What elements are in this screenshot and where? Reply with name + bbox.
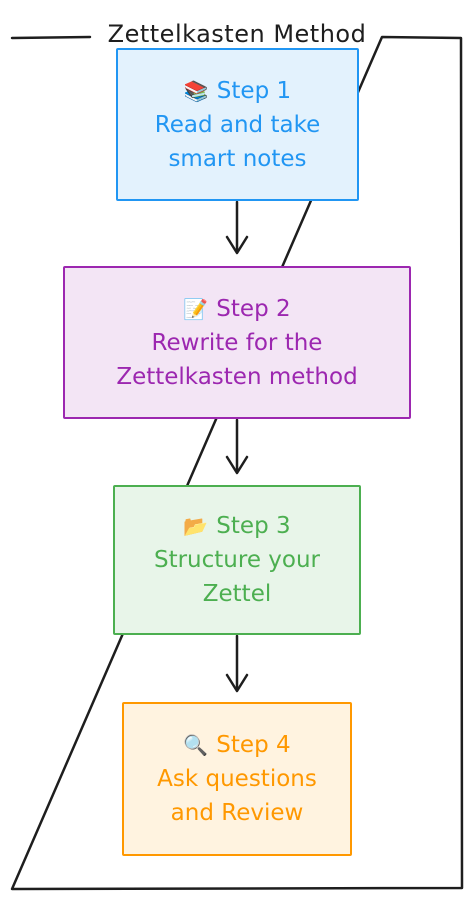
magnifier-icon: 🔍	[183, 733, 209, 757]
step-1-line-1: Read and take	[154, 111, 321, 138]
step-3-line-2: Zettel	[202, 581, 272, 607]
step-2-heading: Step 2	[216, 295, 291, 322]
arrow-2-to-3	[225, 418, 249, 475]
step-4-line-2: and Review	[170, 800, 304, 826]
step-4-heading: Step 4	[216, 732, 291, 758]
step-2-heading-row: 📝 Step 2	[183, 292, 290, 326]
books-icon: 📚	[183, 78, 209, 103]
step-4-heading-row: 🔍 Step 4	[183, 728, 290, 762]
step-2-line-2: Zettelkasten method	[116, 363, 358, 390]
folder-icon: 📂	[183, 514, 209, 538]
step-1-heading: Step 1	[216, 77, 292, 104]
arrow-3-to-4	[225, 634, 249, 693]
step-3-heading: Step 3	[216, 513, 291, 539]
step-3-box: 📂 Step 3 Structure your Zettel	[113, 485, 361, 635]
step-4-box: 🔍 Step 4 Ask questions and Review	[122, 702, 352, 856]
step-4-line-1: Ask questions	[157, 766, 317, 792]
arrow-1-to-2	[225, 200, 249, 255]
step-3-line-1: Structure your	[153, 547, 321, 573]
step-3-heading-row: 📂 Step 3	[183, 509, 290, 543]
diagram-title: Zettelkasten Method	[107, 20, 367, 48]
step-1-heading-row: 📚 Step 1	[184, 74, 291, 108]
step-1-box: 📚 Step 1 Read and take smart notes	[116, 48, 359, 201]
step-2-box: 📝 Step 2 Rewrite for the Zettelkasten me…	[63, 266, 411, 419]
step-2-line-1: Rewrite for the	[151, 329, 323, 356]
memo-icon: 📝	[183, 296, 209, 321]
step-1-line-2: smart notes	[168, 145, 307, 172]
